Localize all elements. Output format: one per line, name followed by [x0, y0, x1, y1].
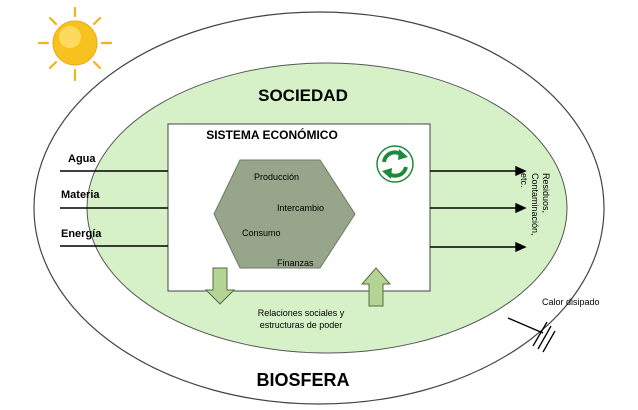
consumo-label: Consumo — [242, 228, 281, 238]
residuos-line1: Residuos, — [541, 173, 551, 213]
sociedad-label: SOCIEDAD — [258, 86, 348, 105]
agua-label: Agua — [68, 153, 96, 165]
produccion-label: Producción — [254, 172, 299, 182]
process-hexagon — [213, 159, 356, 269]
residuos-line2: Contaminación, — [530, 173, 540, 236]
up-block-arrow — [360, 267, 392, 307]
heat-ground-symbol — [507, 317, 556, 353]
residuos-label: Residuos, Contaminación, etc. — [519, 173, 551, 236]
sistema-label: SISTEMA ECONÓMICO — [206, 127, 338, 142]
input-arrows — [60, 170, 168, 247]
relaciones-label-line1: Relaciones sociales y — [258, 308, 345, 318]
residuos-line3: etc. — [519, 173, 529, 188]
materia-label: Materia — [61, 189, 100, 201]
calor-label: Calor disipado — [542, 297, 600, 307]
relaciones-label-line2: estructuras de poder — [260, 320, 343, 330]
output-arrows — [430, 165, 527, 253]
sun-icon — [37, 6, 113, 82]
energia-label: Energía — [61, 228, 102, 240]
intercambio-label: Intercambio — [277, 203, 324, 213]
recycle-icon — [376, 145, 414, 183]
biosfera-label: BIOSFERA — [256, 370, 349, 390]
down-block-arrow — [204, 267, 236, 305]
finanzas-label: Finanzas — [277, 258, 314, 268]
